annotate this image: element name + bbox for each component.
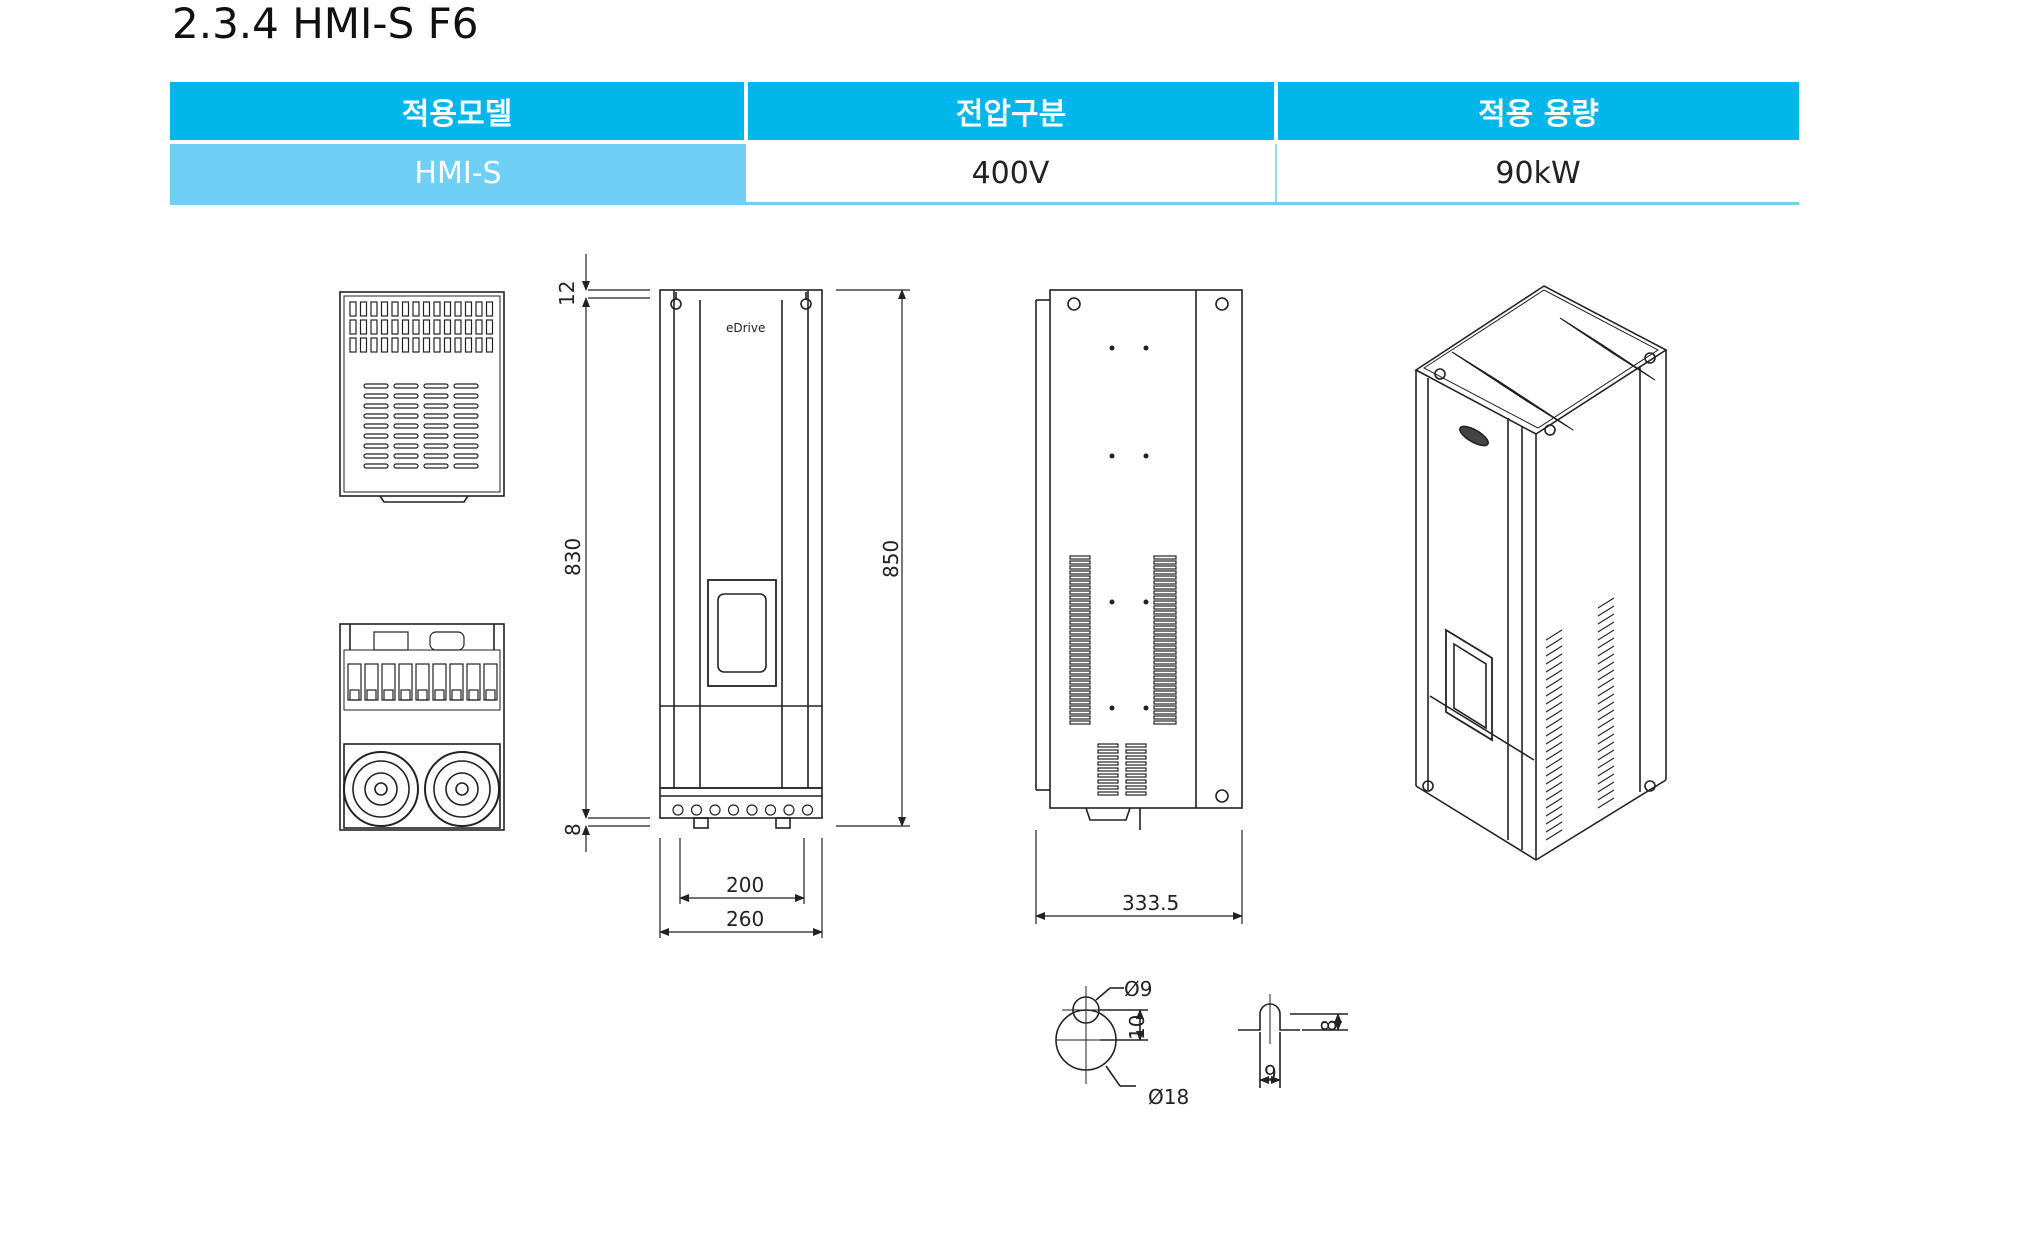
terminal-blocks [347, 663, 498, 701]
dim-mount-width: 200 [726, 873, 764, 897]
dimension-lines-front [582, 254, 910, 938]
side-vents [1069, 555, 1177, 796]
cell-capacity: 90kW [1276, 140, 1799, 205]
isometric-view [1414, 285, 1668, 861]
top-view [339, 291, 505, 503]
page-title: 2.3.4 HMI-S F6 [172, 0, 479, 48]
brand-label: eDrive [726, 321, 765, 335]
spec-table-header-row: 적용모델 전압구분 적용 용량 [170, 82, 1799, 142]
spec-table-row: HMI-S 400V 90kW [170, 140, 1799, 205]
header-capacity: 적용 용량 [1276, 82, 1799, 142]
isometric-vents [1451, 317, 1656, 841]
hole-large-dia: Ø18 [1148, 1085, 1189, 1109]
bottom-view [339, 623, 505, 831]
fan-right [424, 751, 500, 827]
hole-pitch: 10 [1125, 1015, 1149, 1040]
fan-left [343, 751, 419, 827]
slot-detail [1238, 994, 1348, 1088]
spec-table: 적용모델 전압구분 적용 용량 HMI-S 400V 90kW [170, 82, 1799, 205]
dim-depth: 333.5 [1122, 891, 1179, 915]
side-mount-dots [1109, 345, 1149, 711]
dim-inner-height: 830 [561, 538, 585, 576]
slot-width: 9 [1264, 1061, 1277, 1085]
front-view [659, 289, 823, 829]
dim-top-gap: 12 [555, 281, 579, 306]
dim-bottom-gap: 8 [561, 823, 585, 836]
hole-small-dia: Ø9 [1124, 977, 1152, 1001]
top-view-vents [349, 301, 494, 469]
hole-detail [1055, 986, 1148, 1087]
side-view [1035, 289, 1243, 830]
front-terminals [672, 804, 814, 816]
cell-model: HMI-S [170, 140, 746, 205]
header-model: 적용모델 [170, 82, 748, 142]
cell-voltage: 400V [746, 140, 1277, 205]
dim-total-height: 850 [879, 540, 903, 578]
dimension-lines-side [1035, 830, 1243, 924]
header-voltage: 전압구분 [746, 82, 1278, 142]
dim-total-width: 260 [726, 907, 764, 931]
slot-depth: 8 [1317, 1019, 1341, 1032]
